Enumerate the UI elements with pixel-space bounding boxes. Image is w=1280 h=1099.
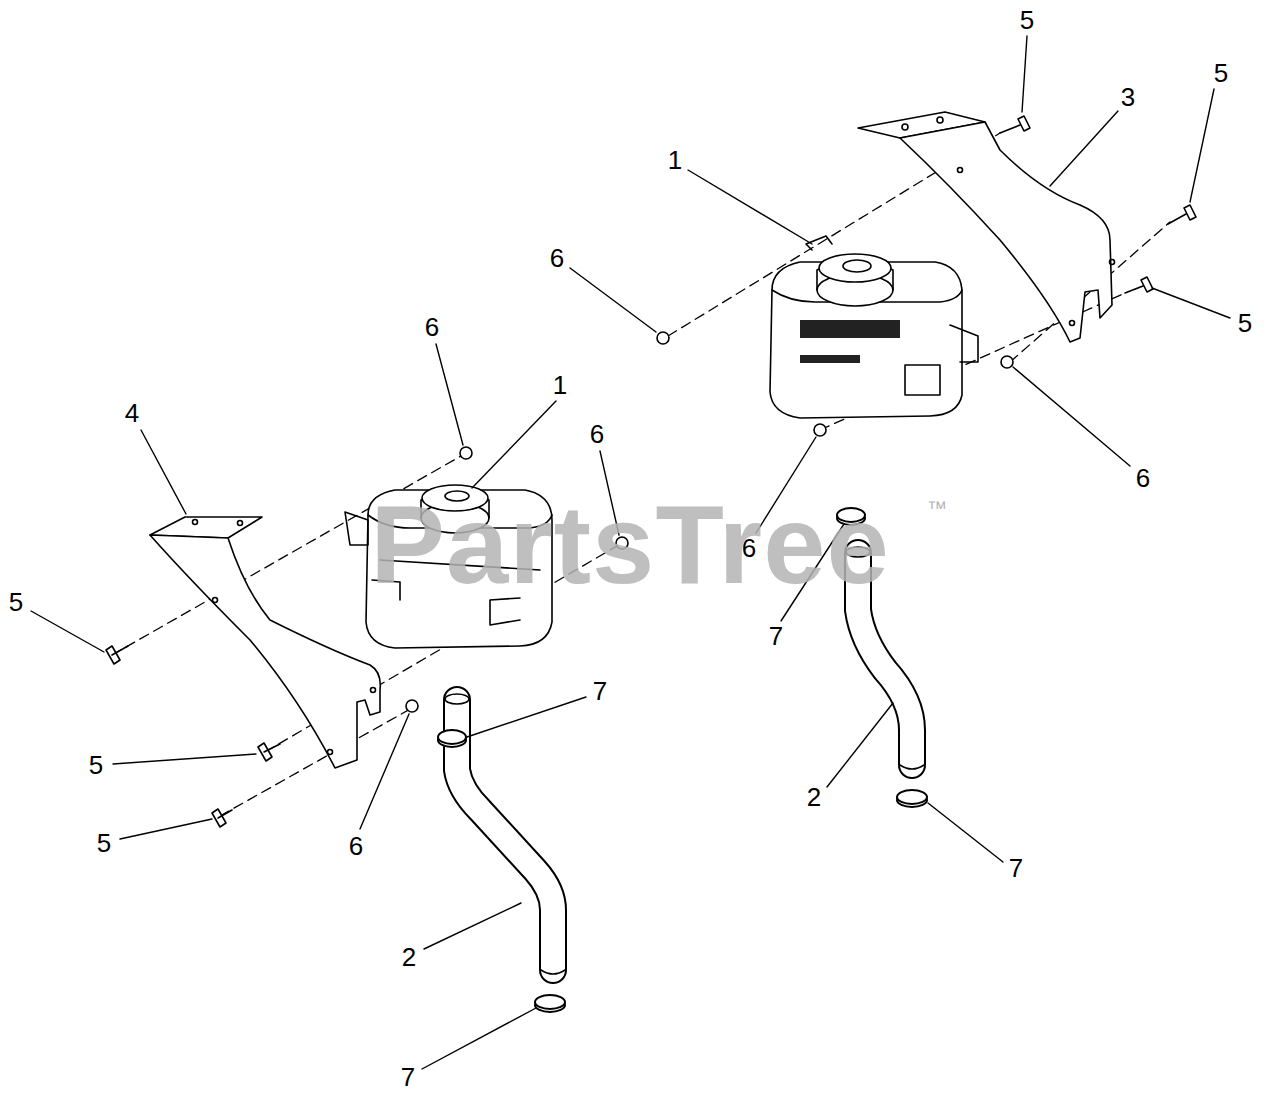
callout-number: 6 xyxy=(550,245,564,271)
callout-number: 5 xyxy=(1214,60,1228,86)
callout-number: 1 xyxy=(668,147,682,173)
callout-number: 1 xyxy=(553,372,567,398)
callout-number: 7 xyxy=(593,678,607,704)
callout-number: 7 xyxy=(401,1064,415,1090)
callout-number: 5 xyxy=(97,830,111,856)
callout-number: 6 xyxy=(349,833,363,859)
callout-number: 5 xyxy=(1020,7,1034,33)
callout-number: 7 xyxy=(1009,855,1023,881)
callout-number: 5 xyxy=(9,589,23,615)
callout-number: 4 xyxy=(125,400,139,426)
callout-number: 3 xyxy=(1121,84,1135,110)
callout-number: 5 xyxy=(89,752,103,778)
watermark: PartsTree xyxy=(370,489,890,601)
trademark-mark: ™ xyxy=(927,498,947,518)
callout-number: 2 xyxy=(807,784,821,810)
callout-number: 6 xyxy=(590,421,604,447)
callout-number: 5 xyxy=(1238,310,1252,336)
callout-number: 2 xyxy=(402,944,416,970)
callout-number: 6 xyxy=(425,314,439,340)
callout-number: 7 xyxy=(769,623,783,649)
callout-number: 6 xyxy=(1136,465,1150,491)
